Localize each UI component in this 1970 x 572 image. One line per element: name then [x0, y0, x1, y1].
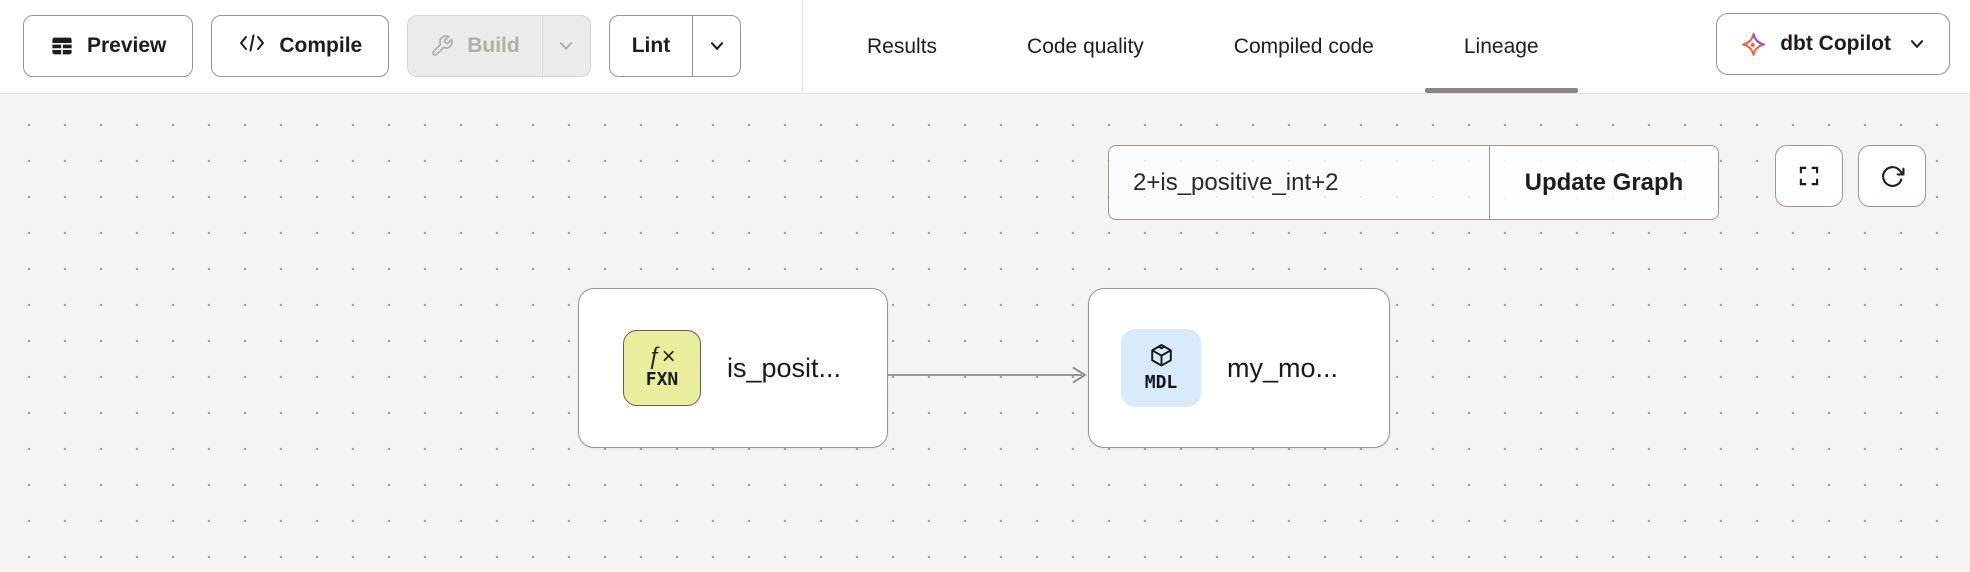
model-selector-group: Update Graph [1108, 145, 1719, 220]
dbt-copilot-label: dbt Copilot [1780, 32, 1891, 55]
tab-label: Lineage [1463, 34, 1539, 58]
lint-dropdown-toggle[interactable] [692, 16, 740, 76]
wrench-icon [430, 34, 454, 58]
lineage-canvas[interactable]: Update Graph ƒ× [0, 94, 1970, 572]
chevron-down-icon [557, 37, 575, 55]
lint-button-label: Lint [631, 34, 671, 57]
chevron-down-icon [1908, 35, 1926, 53]
tab-label: Code quality [1027, 34, 1144, 58]
model-badge-icon: MDL [1121, 329, 1201, 407]
build-button[interactable]: Build [408, 16, 542, 76]
build-dropdown-toggle[interactable] [541, 16, 590, 76]
refresh-graph-button[interactable] [1858, 145, 1926, 207]
tab-results[interactable]: Results [822, 0, 982, 93]
code-icon [238, 33, 266, 59]
tab-lineage[interactable]: Lineage [1419, 0, 1584, 93]
chevron-down-icon [708, 37, 726, 55]
dbt-copilot-button[interactable]: dbt Copilot [1716, 13, 1950, 75]
preview-button-label: Preview [87, 34, 167, 57]
lineage-node-function[interactable]: ƒ× FXN is_posit... [578, 288, 888, 448]
compile-button[interactable]: Compile [211, 15, 390, 77]
fx-symbol: ƒ× [648, 343, 676, 371]
result-tabs: Results Code quality Compiled code Linea… [822, 0, 1584, 93]
lineage-node-model[interactable]: MDL my_mo... [1088, 288, 1390, 448]
fullscreen-button[interactable] [1775, 145, 1843, 207]
badge-code: FXN [645, 369, 679, 391]
compile-button-label: Compile [279, 34, 363, 57]
build-button-label: Build [467, 34, 520, 57]
cube-icon [1146, 341, 1177, 372]
tab-compiled-code[interactable]: Compiled code [1189, 0, 1419, 93]
lint-split-button: Lint [608, 15, 742, 77]
function-badge-icon: ƒ× FXN [623, 330, 701, 406]
tab-label: Results [867, 34, 938, 58]
table-icon [50, 34, 74, 58]
dbt-logo-icon [1740, 31, 1767, 58]
refresh-icon [1880, 164, 1905, 189]
node-label: my_mo... [1227, 352, 1339, 383]
fullscreen-icon [1796, 163, 1822, 189]
lint-button[interactable]: Lint [610, 16, 692, 76]
lineage-edge-arrow [888, 366, 1087, 384]
update-graph-button[interactable]: Update Graph [1489, 146, 1718, 219]
tab-code-quality[interactable]: Code quality [982, 0, 1189, 93]
badge-code: MDL [1144, 372, 1178, 394]
preview-button[interactable]: Preview [23, 15, 194, 77]
toolbar: Preview Compile [23, 15, 742, 77]
toolbar-tabs-divider [802, 0, 803, 93]
node-label: is_posit... [727, 352, 842, 383]
build-split-button: Build [407, 15, 591, 77]
model-selector-input[interactable] [1109, 146, 1489, 219]
header-bar: Preview Compile [0, 0, 1970, 94]
tab-label: Compiled code [1233, 34, 1374, 58]
